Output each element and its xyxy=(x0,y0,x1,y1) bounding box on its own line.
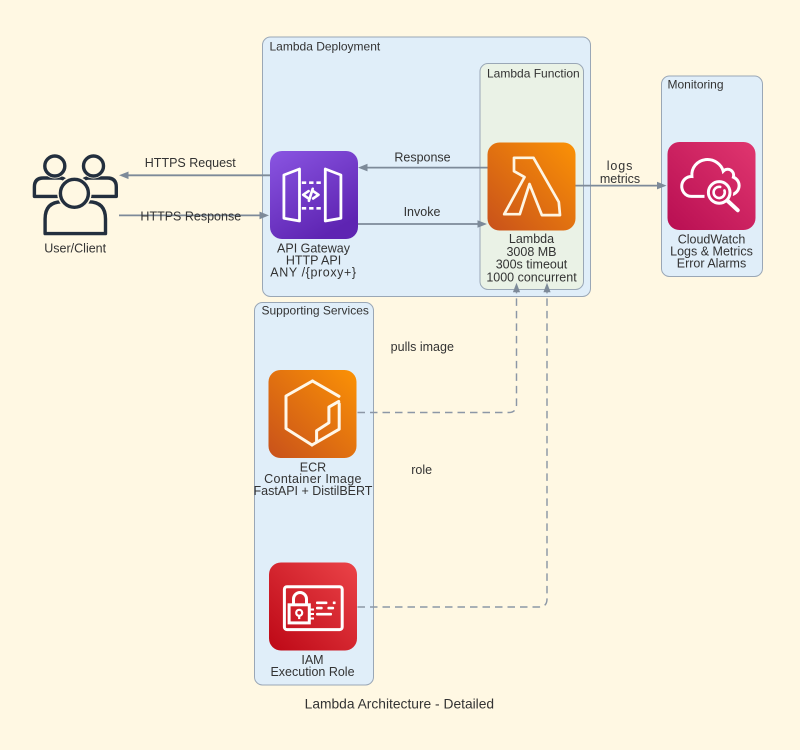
svg-text:300s timeout: 300s timeout xyxy=(496,258,568,272)
svg-text:role: role xyxy=(411,463,432,477)
svg-text:metrics: metrics xyxy=(600,172,640,186)
svg-text:Monitoring: Monitoring xyxy=(668,77,724,91)
svg-text:User/Client: User/Client xyxy=(44,242,106,256)
svg-text:Container Image: Container Image xyxy=(264,472,362,486)
svg-text:Supporting Services: Supporting Services xyxy=(262,304,369,318)
svg-text:Lambda: Lambda xyxy=(509,232,554,246)
svg-text:Lambda Architecture - Detailed: Lambda Architecture - Detailed xyxy=(305,697,494,712)
svg-text:Execution Role: Execution Role xyxy=(270,665,354,679)
svg-text:FastAPI + DistilBERT: FastAPI + DistilBERT xyxy=(254,484,373,498)
svg-text:Invoke: Invoke xyxy=(404,205,441,219)
svg-text:1000 concurrent: 1000 concurrent xyxy=(486,270,577,284)
svg-text:Lambda Function: Lambda Function xyxy=(487,67,580,81)
svg-text:HTTPS Response: HTTPS Response xyxy=(140,209,241,223)
svg-text:IAM: IAM xyxy=(301,653,323,667)
svg-text:pulls image: pulls image xyxy=(391,340,454,354)
svg-text:Error Alarms: Error Alarms xyxy=(677,257,746,271)
svg-text:3008 MB: 3008 MB xyxy=(506,245,556,259)
svg-text:Response: Response xyxy=(394,151,450,165)
svg-text:ECR: ECR xyxy=(300,461,326,475)
svg-text:ANY /{proxy+}: ANY /{proxy+} xyxy=(270,265,356,279)
svg-text:logs: logs xyxy=(607,159,634,173)
svg-text:API Gateway: API Gateway xyxy=(277,241,351,255)
svg-text:Logs & Metrics: Logs & Metrics xyxy=(670,245,753,259)
svg-text:CloudWatch: CloudWatch xyxy=(678,233,746,247)
svg-text:Lambda Deployment: Lambda Deployment xyxy=(270,40,381,54)
svg-text:HTTPS Request: HTTPS Request xyxy=(145,156,237,170)
svg-text:HTTP API: HTTP API xyxy=(286,253,341,267)
